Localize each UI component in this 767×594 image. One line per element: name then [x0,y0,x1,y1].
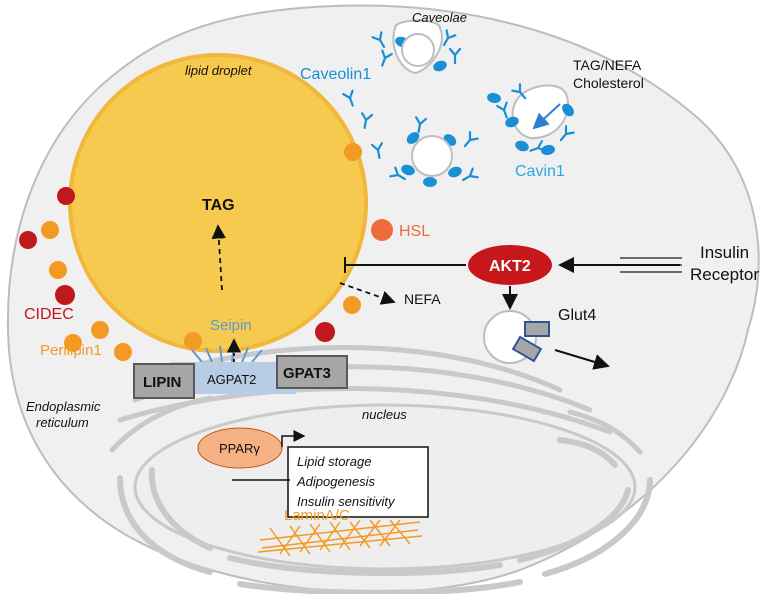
perilipin-dot [344,143,362,161]
caveolin-mark [461,167,479,182]
caveolin-mark [511,83,527,100]
gpat3-label: GPAT3 [283,365,331,382]
lipid-droplet-label: lipid droplet [185,63,253,78]
cholesterol-label: Cholesterol [573,75,644,91]
nefa-label: NEFA [404,291,441,307]
perilipin1-label: Perilipin1 [40,342,102,359]
agpat2-label: AGPAT2 [207,372,256,387]
glut4-label: Glut4 [558,307,596,324]
caveolin-mark [463,131,479,148]
cavin-oval [487,92,501,104]
cavin-oval [423,177,437,187]
hsl-label: HSL [399,223,430,240]
pparg-node [197,427,283,469]
caveolae-vesicles [401,33,453,177]
cidec-dot [19,231,37,249]
lamin-label: LaminA/C [284,507,350,524]
caveolin-mark [370,142,383,159]
caveolin-mark [381,49,393,67]
caveolin-clusters [331,29,575,187]
caveolin1-label: Caveolin1 [300,66,371,83]
cavin-oval [401,164,415,176]
akt2-node [468,245,552,285]
hsl-enzyme [371,219,393,241]
perilipin-dot [91,321,109,339]
perilipin-dot [49,261,67,279]
droplet-coat-proteins [19,143,362,361]
perilipin-dot [184,332,202,350]
lipin-label: LIPIN [143,374,181,391]
seipin-label: Seipin [210,317,252,334]
caveolin-mark [448,47,462,65]
er-label-line1: Endoplasmic [26,399,101,414]
cidec-label: CIDEC [24,306,74,323]
gpat3-box [276,355,348,389]
receptor-label: Receptor [690,265,759,284]
insulin-label: Insulin [700,243,749,262]
caveolin-mark [442,29,457,47]
cavin-oval [541,144,555,156]
tag-nefa-label: TAG/NEFA [573,57,642,73]
cidec-dot [55,285,75,305]
arrows [211,103,680,481]
target-genes-box [287,446,429,518]
lipin-box [133,363,195,399]
cavin-oval [515,140,529,152]
perilipin-dot [41,221,59,239]
caveolin-mark [559,125,575,142]
cavin-oval [448,166,462,178]
target-lipid-storage: Lipid storage [297,454,371,469]
target-insulin-sensitivity: Insulin sensitivity [297,494,396,509]
cavin-oval [505,116,519,128]
pparg-label: PPARγ [219,441,260,456]
caveolin-mark [371,31,386,49]
caveolae-label: Caveolae [412,10,467,25]
glut4-vesicle [483,310,550,364]
cavin1-label: Cavin1 [515,163,565,180]
seipin-spikes [191,345,263,363]
cavin-oval [562,103,574,117]
cidec-dot [57,187,75,205]
cavin-oval [406,132,420,144]
target-adipogenesis: Adipogenesis [296,474,376,489]
er-label-line2: reticulum [36,415,89,430]
caveolin-mark [342,89,354,107]
cavin-oval [433,60,447,72]
caveolin-mark [361,112,374,129]
caveolin-mark [389,166,407,181]
perilipin-dot [114,343,132,361]
perilipin-dot [343,296,361,314]
lamin-network [257,519,423,557]
akt2-label: AKT2 [489,258,531,275]
caveolin-mark [496,101,508,119]
nucleus-label: nucleus [362,407,407,422]
tag-label: TAG [202,197,235,214]
perilipin-dot [64,334,82,352]
cidec-dot [315,322,335,342]
caveolin-mark [415,116,428,133]
